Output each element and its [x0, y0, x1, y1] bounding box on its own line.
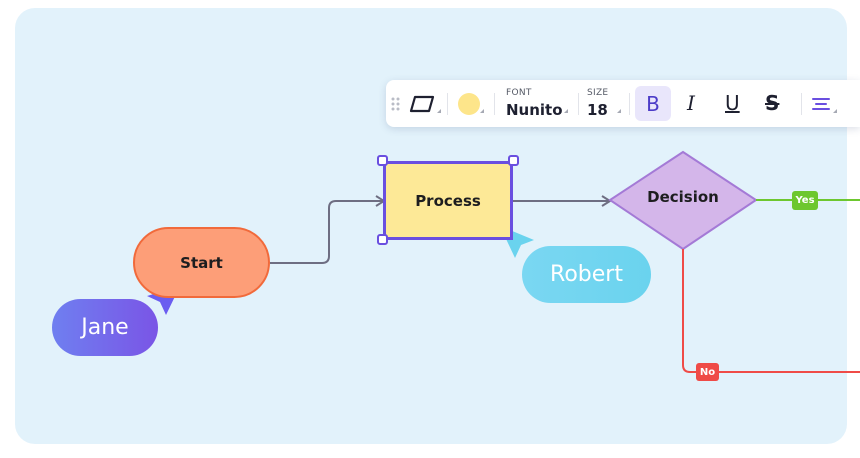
italic-button[interactable]: I [687, 91, 695, 115]
jane-cursor-label: Jane [52, 299, 158, 356]
decision-node-label: Decision [647, 188, 719, 206]
font-caption: FONT [506, 88, 532, 98]
toolbar-divider [578, 93, 579, 115]
align-center-icon [812, 97, 830, 110]
toolbar-divider [494, 93, 495, 115]
dropdown-corner-icon [833, 109, 837, 113]
bold-button[interactable]: B [635, 86, 671, 121]
connector-start-process[interactable] [270, 200, 383, 264]
robert-cursor-label: Robert [522, 246, 651, 303]
start-node-label: Start [180, 253, 223, 272]
connector-no[interactable] [682, 249, 860, 373]
font-value: Nunito [506, 101, 563, 119]
size-value: 18 [587, 101, 608, 119]
fill-color-button[interactable] [456, 80, 488, 127]
toolbar-divider [801, 93, 802, 115]
underline-button[interactable]: U [725, 91, 740, 115]
dropdown-corner-icon [617, 109, 621, 113]
yes-branch-tag: Yes [792, 191, 818, 210]
align-button[interactable] [810, 80, 840, 127]
dropdown-corner-icon [480, 109, 484, 113]
process-node[interactable]: Process [383, 161, 513, 240]
fill-color-icon [458, 92, 480, 115]
dropdown-corner-icon [564, 109, 568, 113]
font-size-select[interactable]: SIZE 18 [585, 80, 625, 127]
format-toolbar: FONT Nunito SIZE 18 B I U S [386, 80, 860, 127]
toolbar-divider [447, 93, 448, 115]
parallelogram-shape-icon [409, 95, 435, 112]
underline-label: U [725, 91, 740, 115]
bold-label: B [646, 91, 660, 116]
no-branch-tag: No [696, 363, 719, 381]
start-node[interactable]: Start [133, 227, 270, 298]
resize-handle-top-left[interactable] [377, 155, 388, 166]
resize-handle-top-right[interactable] [508, 155, 519, 166]
resize-handle-bottom-left[interactable] [377, 234, 388, 245]
shape-picker-button[interactable] [408, 80, 444, 127]
toolbar-divider [629, 93, 630, 115]
dropdown-corner-icon [437, 109, 441, 113]
strikethrough-button[interactable]: S [765, 91, 779, 115]
font-family-select[interactable]: FONT Nunito [502, 80, 574, 127]
drag-handle-icon[interactable] [391, 97, 401, 111]
italic-label: I [687, 91, 695, 115]
strikethrough-label: S [765, 91, 780, 115]
size-caption: SIZE [587, 88, 609, 98]
process-node-label: Process [415, 191, 481, 210]
